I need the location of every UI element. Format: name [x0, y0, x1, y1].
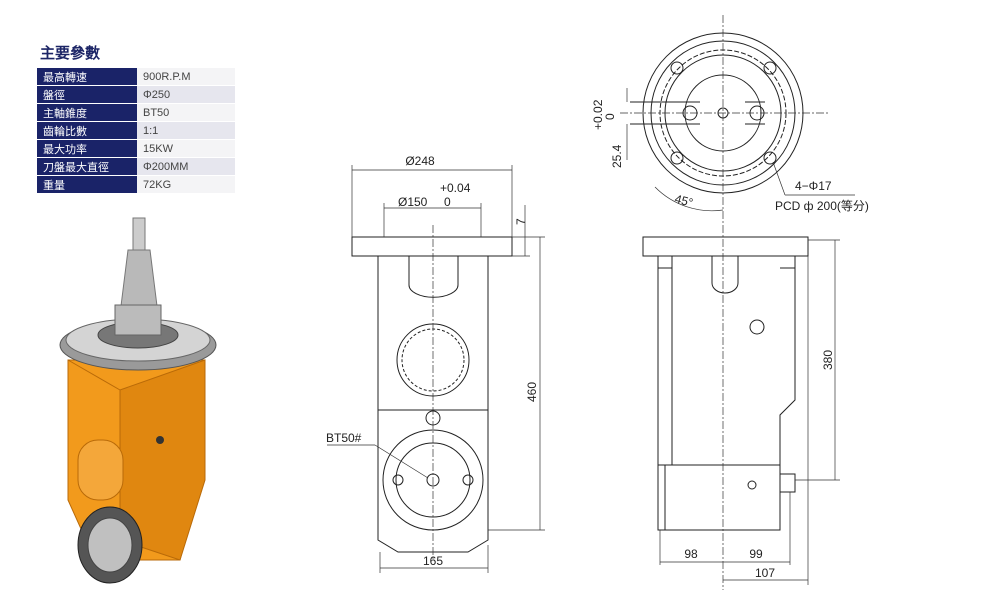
tol-150-upper: +0.04 — [440, 181, 471, 195]
angle-45: 45° — [673, 192, 694, 210]
spec-value: BT50 — [137, 104, 235, 121]
tol-25-lower: 0 — [603, 113, 617, 120]
side-view: 380 98 99 107 — [642, 225, 840, 590]
dim-7: 7 — [514, 218, 528, 225]
dim-25-4: 25.4 — [610, 144, 624, 168]
dim-99: 99 — [749, 547, 763, 561]
spec-value: Φ200MM — [137, 158, 235, 175]
tol-150-lower: 0 — [444, 195, 451, 209]
dim-165: 165 — [423, 554, 443, 568]
dim-98: 98 — [684, 547, 698, 561]
spec-label: 齒輪比數 — [37, 122, 137, 139]
tol-25-upper: +0.02 — [591, 99, 605, 130]
spec-label: 最高轉速 — [37, 68, 137, 85]
spec-value: 72KG — [137, 176, 235, 193]
pcd-label: PCD ф 200(等分) — [775, 199, 869, 213]
dim-150: Ø150 — [398, 195, 428, 209]
spec-value: 1:1 — [137, 122, 235, 139]
spec-label: 刀盤最大直徑 — [37, 158, 137, 175]
top-view: 25.4 +0.02 0 45° 4−Φ17 PCD ф 200(等分) — [591, 15, 869, 225]
bt50-label: BT50# — [326, 431, 362, 445]
spec-value: 900R.P.M — [137, 68, 235, 85]
holes-label: 4−Φ17 — [795, 179, 832, 193]
dim-380: 380 — [821, 350, 835, 370]
front-view: Ø248 Ø150 +0.04 0 7 460 165 BT50# — [326, 154, 545, 573]
spec-value: Φ250 — [137, 86, 235, 103]
dim-248: Ø248 — [405, 154, 435, 168]
spec-value: 15KW — [137, 140, 235, 157]
spec-label: 主軸錐度 — [37, 104, 137, 121]
spec-label: 盤徑 — [37, 86, 137, 103]
section-title: 主要參數 — [40, 45, 101, 62]
product-photo — [59, 217, 217, 584]
dim-107: 107 — [755, 566, 775, 580]
spec-label: 最大功率 — [37, 140, 137, 157]
dim-460: 460 — [525, 382, 539, 402]
spec-label: 重量 — [37, 176, 137, 193]
